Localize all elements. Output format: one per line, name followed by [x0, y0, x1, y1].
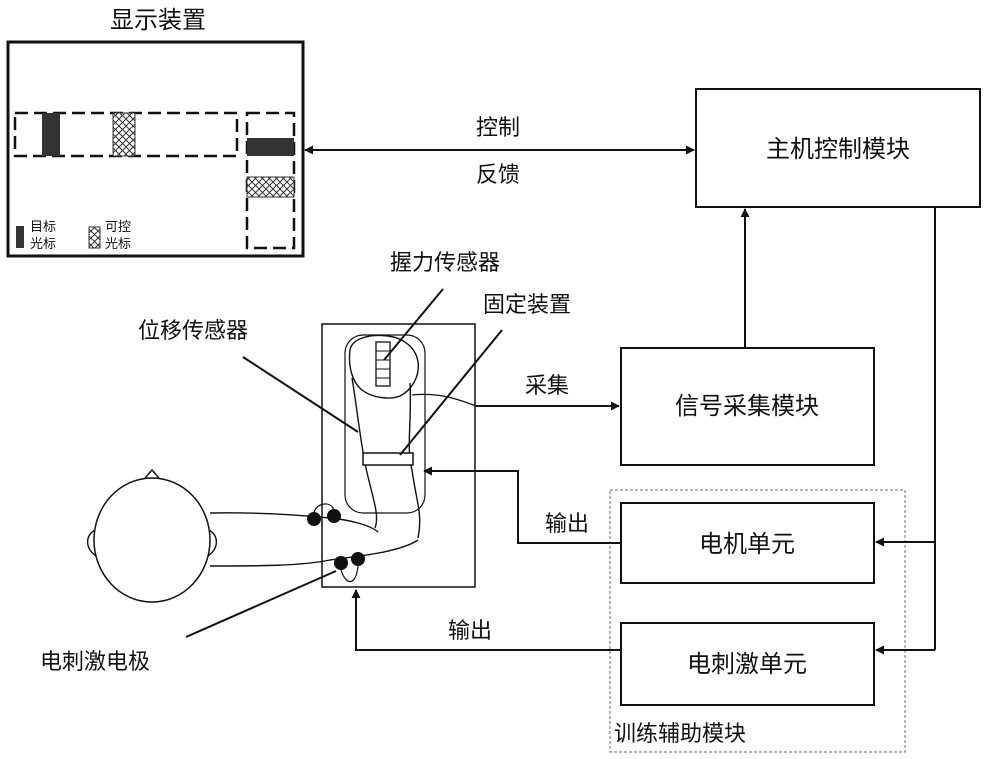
legend-control-line1: 可控 — [105, 220, 131, 235]
hand — [348, 334, 419, 399]
electrode-wire-lower — [340, 565, 359, 583]
signal-acquisition-module — [620, 347, 875, 466]
legend-target-line2: 光标 — [30, 237, 56, 252]
signal-acquisition-label: 信号采集模块 — [675, 392, 819, 420]
displacement-label: 位移传感器 — [138, 319, 248, 344]
nose — [144, 468, 160, 479]
sensor-cable — [411, 393, 477, 407]
host-control-module — [695, 88, 981, 208]
control-cursor-vertical — [246, 176, 295, 198]
motor-output-arrow — [423, 466, 621, 544]
electrode-leader — [185, 570, 337, 638]
display-frame — [6, 40, 305, 258]
grip-sensor-leader — [383, 288, 444, 361]
forearm — [351, 377, 421, 539]
electrode-upper-1 — [307, 512, 321, 526]
target-cursor-vertical — [247, 138, 294, 156]
electrode-upper-2 — [327, 509, 341, 523]
head — [93, 477, 211, 603]
training-assist-label: 训练辅助模块 — [614, 722, 746, 747]
target-cursor-horizontal — [42, 113, 60, 156]
estim-unit-label: 电刺激单元 — [687, 650, 807, 678]
fixture-label: 固定装置 — [483, 293, 571, 318]
fixing-strap — [362, 452, 414, 466]
electrode-label: 电刺激电极 — [40, 650, 150, 675]
collect-label: 采集 — [525, 374, 569, 399]
ear-right — [207, 529, 218, 557]
legend-control-line2: 光标 — [105, 237, 131, 252]
legend-target-line1: 目标 — [30, 220, 56, 235]
device-frame — [321, 323, 476, 588]
training-assist-group — [609, 489, 906, 753]
displacement-leader — [242, 356, 359, 433]
grip-sensor — [375, 341, 391, 387]
legend-control-swatch — [88, 226, 101, 249]
estim-output-arrow — [351, 589, 621, 651]
estim-unit — [620, 622, 875, 706]
motor-output-label: 输出 — [545, 512, 589, 537]
grip-sensor-label: 握力传感器 — [390, 251, 500, 276]
control-label: 控制 — [476, 116, 520, 141]
electrode-lower-1 — [334, 556, 348, 570]
motor-unit-label: 电机单元 — [699, 530, 795, 558]
estim-output-label: 输出 — [448, 619, 492, 644]
feedback-label: 反馈 — [476, 163, 520, 188]
legend-target-swatch — [16, 226, 24, 248]
ear-left — [86, 529, 97, 557]
grip-sensor-bands — [376, 350, 390, 379]
fixture-leader — [399, 329, 503, 456]
control-cursor-horizontal — [112, 112, 136, 157]
electrode-lower-2 — [351, 552, 365, 566]
host-control-label: 主机控制模块 — [766, 135, 910, 163]
upper-arm — [209, 512, 419, 567]
display-title: 显示装置 — [110, 6, 206, 34]
